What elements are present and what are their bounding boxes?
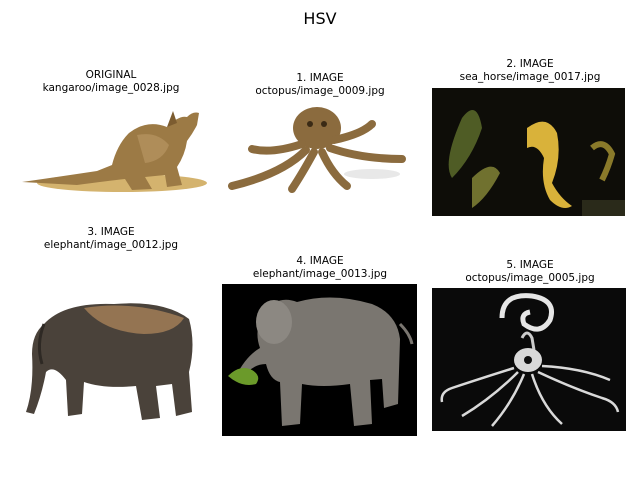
kangaroo-image [17, 105, 207, 198]
panel-caption-1: 1. IMAGE octopus/image_0009.jpg [215, 72, 425, 98]
panel-filename: octopus/image_0009.jpg [255, 85, 385, 97]
octopus-engraving-image [432, 288, 626, 431]
panel-filename: elephant/image_0012.jpg [43, 239, 179, 251]
panel-label: 3. IMAGE [87, 226, 135, 238]
panel-label: 2. IMAGE [506, 58, 554, 70]
panel-caption-2: 2. IMAGE sea_horse/image_0017.jpg [425, 58, 635, 84]
panel-caption-3: 3. IMAGE elephant/image_0012.jpg [6, 226, 216, 252]
elephant-image-12 [24, 294, 202, 428]
panel-label: ORIGINAL [85, 69, 137, 81]
panel-caption-4: 4. IMAGE elephant/image_0013.jpg [215, 255, 425, 281]
panel-filename: kangaroo/image_0028.jpg [42, 82, 180, 94]
elephant-image-13 [222, 284, 417, 436]
octopus-plush-image [222, 104, 412, 196]
panel-label: 5. IMAGE [506, 259, 554, 271]
sea-horse-image [432, 88, 625, 216]
panel-filename: elephant/image_0013.jpg [252, 268, 388, 280]
panel-caption-5: 5. IMAGE octopus/image_0005.jpg [425, 259, 635, 285]
panel-filename: sea_horse/image_0017.jpg [459, 71, 601, 83]
figure-title: HSV [303, 9, 337, 28]
panel-label: 4. IMAGE [296, 255, 344, 267]
panel-label: 1. IMAGE [296, 72, 344, 84]
panel-caption-original: ORIGINAL kangaroo/image_0028.jpg [6, 69, 216, 95]
panel-filename: octopus/image_0005.jpg [465, 272, 595, 284]
